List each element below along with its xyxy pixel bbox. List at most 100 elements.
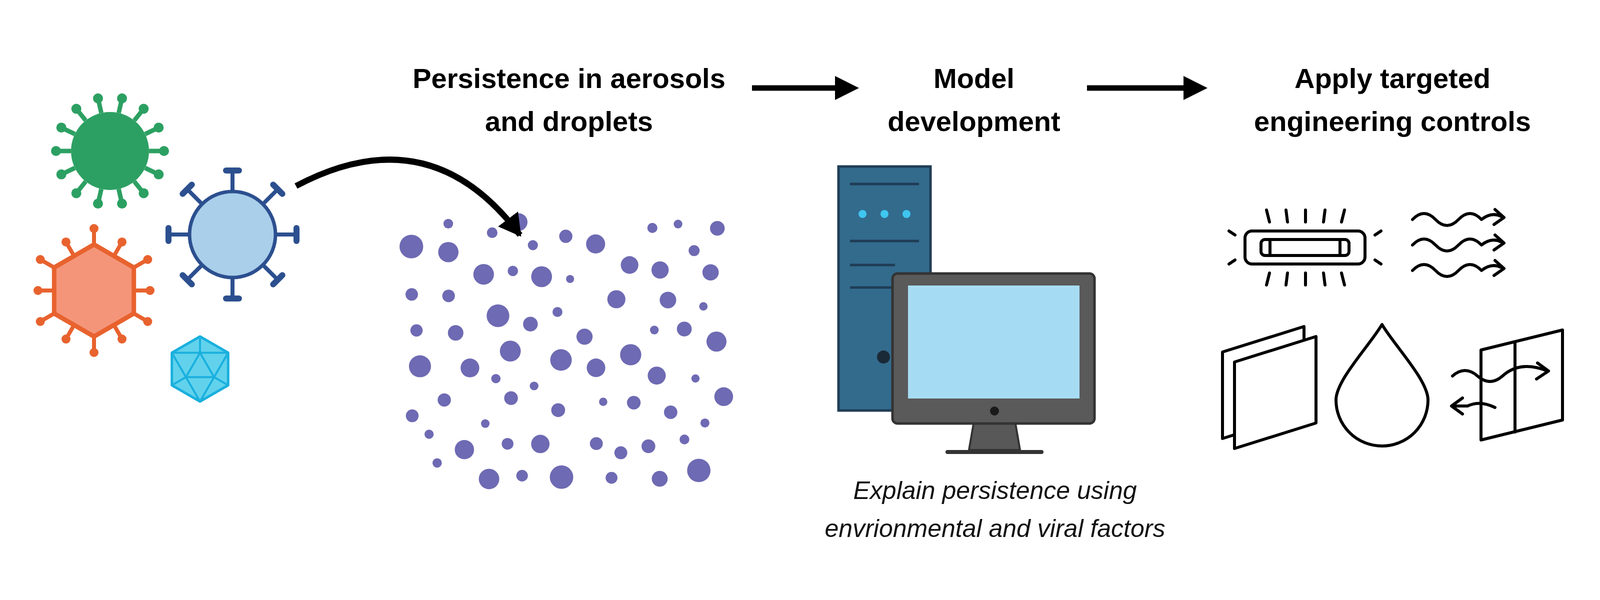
droplet [399,234,423,258]
virus-spike-tip [226,167,239,174]
monitor-screen [908,285,1080,399]
lamp-ray [1266,210,1270,222]
droplet [706,331,727,352]
droplet [442,289,455,302]
virus-body [71,112,149,190]
droplet [454,440,474,460]
droplet [479,468,500,489]
droplet [406,409,419,423]
lamp-ray [1341,210,1345,222]
droplet-cloud [399,213,733,489]
vent-arrow-head [1536,363,1549,379]
droplet [621,256,639,274]
droplet [443,219,453,229]
virus-body [189,191,276,278]
tower-line [850,240,919,243]
droplet [410,324,423,337]
airflow-head [1494,260,1504,276]
droplet [552,307,563,317]
droplet [586,358,605,377]
virus-spike-tip [93,93,103,104]
droplet [673,219,682,228]
droplet [531,435,550,454]
virus-spike-tip [182,184,192,194]
virus-spike-tip [273,184,282,194]
virus-spike-tip [138,188,149,198]
droplet [504,391,518,405]
virus-body [54,244,134,337]
lamp-cap [1268,239,1272,256]
droplet [641,439,656,454]
virus-spike-tip [117,93,127,104]
droplet [487,227,498,238]
droplet [500,340,521,362]
tower-line [850,286,895,289]
virus-spike-tip [61,334,71,344]
droplet [714,387,734,407]
virus-facet [200,352,228,354]
lamp-ray [1304,210,1307,222]
water-drop-icon [1336,324,1428,446]
stage-node: Apply targeted engineering controls [1217,57,1568,143]
virus-spike-tip [93,198,103,209]
droplet [491,374,501,384]
tower-light [880,210,889,218]
flow-arrow [752,85,837,91]
droplet [486,304,509,327]
lamp-rays [1229,210,1381,285]
droplet [438,242,459,263]
droplet [652,471,668,487]
droplet [481,419,490,428]
droplet [614,446,628,460]
tower-light [858,210,867,218]
droplet [699,302,708,311]
tower-light [902,210,911,218]
tower-line [850,264,895,267]
flow-arrow [1087,85,1186,91]
lamp-ray [1375,260,1381,264]
droplet [605,472,618,484]
droplet [531,266,552,288]
virus-spike-tip [71,188,82,198]
droplet [566,275,574,283]
droplet [448,325,464,341]
droplet [664,405,678,419]
virus-spike [263,265,278,280]
virus-spike [263,189,278,204]
airflow-wave [1412,213,1502,226]
virus-spike-tip [226,295,239,302]
droplet [559,229,572,243]
virus-spike-tip [51,146,61,156]
droplet [432,458,442,468]
lamp-housing [1245,231,1365,264]
virus-spike-tip [182,275,192,284]
curved-arrow [296,159,520,235]
droplet [516,470,528,482]
virus-facet [172,353,186,378]
virus-spike [168,232,190,237]
virus-spike-tip [153,169,164,180]
virus-spike [230,170,235,192]
virus-spike-tip [293,228,300,241]
droplet [651,261,669,279]
droplet [688,245,700,256]
vent-panel [1481,330,1563,440]
tower-button [877,350,890,364]
droplet [679,434,690,445]
droplet [691,374,700,383]
lamp-ray [1266,273,1270,285]
lamp-tube [1261,239,1349,256]
virus-spike-tip [143,255,152,264]
stage-node: Persistence in aerosols and droplets [394,57,744,143]
filter-panel [1234,336,1316,449]
droplet [599,397,608,406]
filter-icon [1222,326,1316,449]
airflow-wave [1412,264,1502,277]
virus-spike-tip [89,348,99,357]
droplet [551,403,565,417]
monitor-base [947,450,1042,454]
virus-spike-tip [36,317,45,326]
droplet [647,223,658,233]
airflow-head [1494,235,1504,250]
vent-arrow [1452,403,1495,408]
